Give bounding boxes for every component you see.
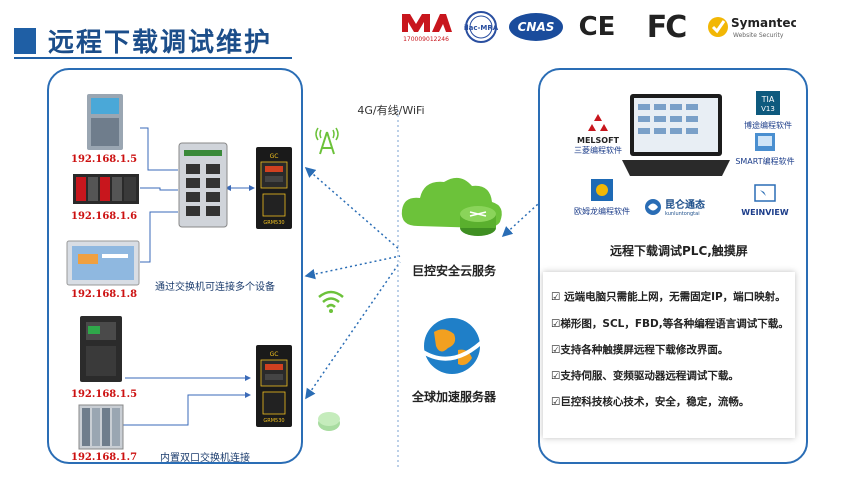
global-server-icon: [414, 310, 490, 380]
cnas-logo: CNAS: [506, 10, 566, 44]
svg-text:GRM530: GRM530: [263, 418, 284, 424]
svg-text:GRM530: GRM530: [263, 220, 284, 226]
cma-logo: 170009012246: [396, 10, 456, 44]
weinview-software-icon: WEINVIEW: [734, 184, 796, 217]
ethernet-switch-device: [178, 142, 228, 228]
melsoft-software-icon: MELSOFT 三菱编程软件: [570, 112, 626, 156]
cell-tower-icon: [310, 122, 344, 156]
feature-item: ☑ 远端电脑只需能上网，无需固定IP，端口映射。: [551, 291, 786, 303]
svg-text:GC: GC: [270, 153, 279, 160]
ip-label: 192.168.1.8: [71, 289, 138, 300]
ce-logo: CE: [578, 12, 616, 42]
svg-text:ilac-MRA: ilac-MRA: [464, 24, 499, 32]
cloud-service-label: 巨控安全云服务: [412, 264, 497, 278]
cma-number: 170009012246: [403, 36, 449, 43]
symantec-logo: Symantec Website Security: [706, 10, 796, 44]
feature-list-box: [543, 272, 795, 438]
feature-item: ☑巨控科技核心技术，安全，稳定，流畅。: [551, 396, 750, 408]
dual-port-caption: 内置双口交换机连接: [160, 453, 250, 464]
laptop-icon: [622, 90, 730, 180]
switch-caption: 通过交换机可连接多个设备: [155, 282, 275, 293]
ip-label: 192.168.1.5: [71, 389, 138, 400]
svg-text:CNAS: CNAS: [518, 20, 555, 34]
ip-label: 192.168.1.5: [71, 154, 138, 165]
feature-item: ☑支持伺服、变频驱动器远程调试下载。: [551, 370, 739, 382]
svg-text:Symantec: Symantec: [731, 16, 796, 30]
svg-text:TIA: TIA: [761, 95, 775, 104]
title-underline: [14, 57, 292, 59]
wifi-icon: [316, 288, 346, 314]
title-accent-block: [14, 28, 36, 54]
router-icon: [316, 408, 342, 434]
feature-item: ☑支持各种触摸屏远程下载修改界面。: [551, 344, 729, 356]
ip-label: 192.168.1.7: [71, 452, 138, 463]
mitsubishi-plc-device: [72, 172, 140, 206]
svg-text:V13: V13: [761, 105, 775, 113]
modular-plc-device: [78, 404, 124, 450]
ilac-mra-logo: ilac-MRA: [458, 10, 504, 44]
siemens-plc-device: [85, 92, 125, 152]
remote-heading: 远程下载调试PLC,触摸屏: [610, 244, 748, 258]
svg-text:GC: GC: [270, 351, 279, 358]
fc-logo: FC: [646, 9, 688, 45]
omron-software-icon: 欧姆龙编程软件: [570, 178, 634, 217]
cloud-service-icon: [398, 170, 508, 250]
kunlun-software-icon: 昆仑通态 kunluntongtai: [644, 196, 714, 217]
smart-software-icon: SMART编程软件: [732, 132, 798, 167]
grm530-gateway-bottom: GC GRM530: [255, 344, 293, 428]
ip-label: 192.168.1.6: [71, 211, 138, 222]
feature-item: ☑梯形图，SCL，FBD,等各种编程语言调试下载。: [551, 318, 789, 330]
global-server-label: 全球加速服务器: [412, 390, 497, 404]
grm530-gateway-top: GC GRM530: [255, 146, 293, 230]
hmi-touchscreen-device: [66, 240, 140, 286]
page-title: 远程下载调试维护: [48, 28, 273, 58]
network-type-label: 4G/有线/WiFi: [357, 104, 425, 117]
svg-text:Website Security: Website Security: [733, 32, 784, 39]
servo-drive-device: [78, 314, 124, 384]
